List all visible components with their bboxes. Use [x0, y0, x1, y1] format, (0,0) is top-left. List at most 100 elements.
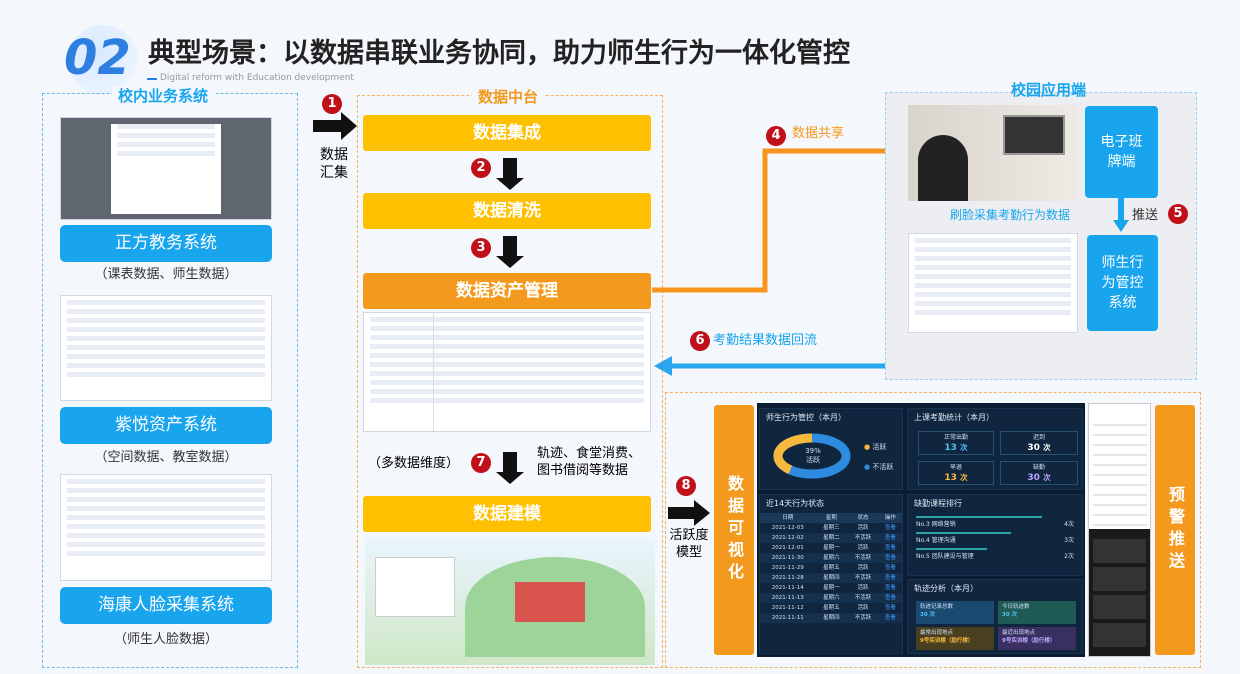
data-integration-step: 数据集成	[363, 115, 651, 151]
step-3-badge: 3	[471, 238, 491, 258]
data-visualization-text: 数据可视化	[725, 475, 744, 585]
table-cell: 星期六	[815, 553, 848, 563]
alert-push-text: 预警推送	[1166, 486, 1185, 574]
view-link[interactable]: 查看	[884, 584, 896, 591]
face-system-screenshot	[60, 474, 272, 581]
table-cell: 星期四	[815, 573, 848, 583]
table-cell: 2021-11-30	[760, 553, 816, 563]
table-row: 2021-12-01 星期一 活跃 查看	[760, 543, 902, 553]
view-link[interactable]: 查看	[884, 564, 896, 571]
data-cleaning-step: 数据清洗	[363, 193, 651, 229]
control-system-label: 师生行为管控系统	[1101, 255, 1144, 311]
table-cell: 活跃	[857, 564, 869, 571]
pie-title: 师生行为管控（本月）	[766, 413, 846, 422]
class-board-label: 电子班牌端	[1100, 134, 1143, 170]
academic-system-button[interactable]: 正方教务系统	[60, 225, 272, 262]
alert-phone-screenshot	[1088, 403, 1151, 657]
subtitle-bar	[147, 78, 157, 80]
down-arrow-icon	[496, 452, 524, 484]
face-system-button[interactable]: 海康人脸采集系统	[60, 587, 272, 624]
down-arrow-icon	[496, 236, 524, 268]
control-system-box: 师生行为管控系统	[1087, 235, 1158, 331]
rank-title: 缺勤课程排行	[914, 499, 962, 508]
table-header: 日期	[782, 514, 794, 521]
asset-system-button[interactable]: 紫悦资产系统	[60, 407, 272, 444]
table-cell: 不活跃	[847, 613, 879, 623]
share-label: 数据共享	[792, 126, 845, 141]
push-arrow-icon	[1113, 198, 1129, 232]
table-header: 操作	[884, 514, 896, 521]
view-link[interactable]: 查看	[884, 544, 896, 551]
view-link[interactable]: 查看	[878, 593, 902, 603]
data-modeling-step: 数据建模	[363, 496, 651, 532]
backflow-label: 考勤结果数据回流	[713, 333, 818, 348]
table-cell: 星期一	[823, 584, 840, 591]
page-subtitle: Digital reform with Education developmen…	[160, 73, 354, 83]
model-arrow-icon	[668, 500, 710, 526]
legend-active: 活跃	[872, 443, 887, 451]
view-link[interactable]: 查看	[878, 573, 902, 583]
view-link[interactable]: 查看	[878, 613, 902, 623]
table-cell: 2021-12-01	[771, 544, 804, 551]
dimensions-label: （多数据维度）	[368, 456, 460, 471]
activity-model-label: 活跃度模型	[669, 528, 709, 560]
asset-management-screenshot	[363, 312, 651, 432]
table-cell: 2021-11-28	[760, 573, 816, 583]
dashboard: 师生行为管控（本月） 39%活跃 ● 活跃 ● 不活跃 上课考勤统计（本月） 正…	[757, 403, 1085, 657]
table-cell: 不活跃	[847, 573, 879, 583]
table-title: 近14天行为状态	[766, 499, 825, 508]
table-cell: 2021-12-02	[760, 533, 816, 543]
table-cell: 活跃	[857, 584, 869, 591]
push-label: 推送	[1132, 208, 1159, 223]
activity-donut-chart	[773, 433, 851, 479]
table-cell: 星期六	[815, 593, 848, 603]
campus-model-illustration	[365, 537, 655, 665]
table-cell: 2021-11-12	[771, 604, 804, 611]
table-cell: 2021-11-29	[771, 564, 804, 571]
step-2-badge: 2	[471, 158, 491, 178]
visualization-panel	[665, 392, 1201, 668]
collect-label: 数据汇集	[320, 147, 348, 181]
asset-system-caption: （空间数据、教室数据）	[94, 450, 238, 465]
step-5-badge: 5	[1168, 204, 1188, 224]
view-link[interactable]: 查看	[878, 533, 902, 543]
control-system-screenshot	[908, 233, 1078, 333]
number-decoration	[68, 25, 138, 95]
table-cell: 活跃	[857, 524, 869, 531]
view-link[interactable]: 查看	[884, 604, 896, 611]
face-caption: 刷脸采集考勤行为数据	[950, 208, 1071, 222]
active-slice	[773, 433, 813, 474]
table-cell: 星期一	[823, 544, 840, 551]
table-cell: 2021-11-11	[760, 613, 816, 623]
academic-system-caption: （课表数据、师生数据）	[94, 267, 238, 282]
asset-system-screenshot	[60, 295, 272, 401]
table-cell: 不活跃	[847, 533, 879, 543]
table-cell: 不活跃	[847, 553, 879, 563]
step-8-badge: 8	[676, 476, 696, 496]
step-4-badge: 4	[766, 126, 786, 146]
class-board-box: 电子班牌端	[1085, 106, 1158, 198]
step-6-badge: 6	[690, 331, 710, 351]
view-link[interactable]: 查看	[878, 553, 902, 563]
step-7-badge: 7	[471, 453, 491, 473]
table-cell: 活跃	[857, 544, 869, 551]
view-link[interactable]: 查看	[884, 524, 896, 531]
face-scan-photo	[908, 105, 1078, 201]
campus-app-title: 校园应用端	[1011, 81, 1087, 99]
table-cell: 星期四	[815, 613, 848, 623]
